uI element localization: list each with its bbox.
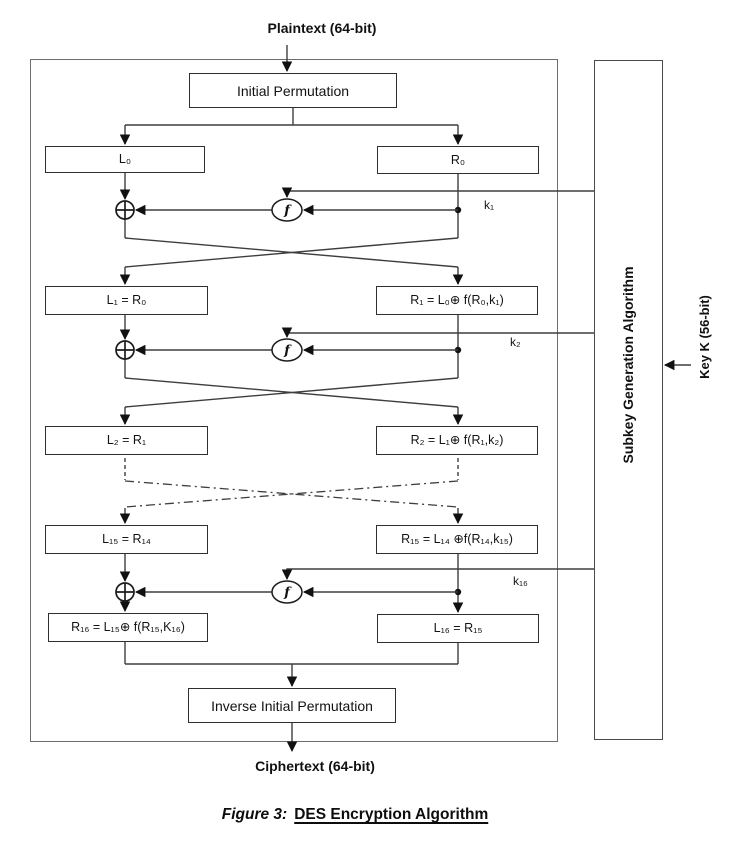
l2-label: L₂ = R₁ xyxy=(106,433,147,448)
subkey-k1-label: k₁ xyxy=(484,198,495,212)
inverse-initial-permutation-box: Inverse Initial Permutation xyxy=(188,688,396,723)
l1-label: L₁ = R₀ xyxy=(106,293,147,308)
l16-box: L₁₆ = R₁₅ xyxy=(377,614,539,643)
r1-label: R₁ = L₀⊕ f(R₀,k₁) xyxy=(410,293,504,308)
inverse-initial-permutation-label: Inverse Initial Permutation xyxy=(211,697,373,714)
subkey-k2-label: k₂ xyxy=(510,335,521,349)
r2-box: R₂ = L₁⊕ f(R₁,k₂) xyxy=(376,426,538,455)
figure-caption-prefix: Figure 3: xyxy=(221,806,288,823)
l0-label: L₀ xyxy=(118,152,132,167)
l16-label: L₁₆ = R₁₅ xyxy=(433,621,483,636)
l15-box: L₁₅ = R₁₄ xyxy=(45,525,208,554)
subkey-k16-label: k₁₆ xyxy=(513,574,528,588)
l1-box: L₁ = R₀ xyxy=(45,286,208,315)
r16-label: R₁₆ = L₁₅⊕ f(R₁₅,K₁₆) xyxy=(71,620,185,635)
r15-box: R₁₅ = L₁₄ ⊕f(R₁₄,k₁₅) xyxy=(376,525,538,554)
subkey-generation-panel xyxy=(594,60,663,740)
figure-caption-title: DES Encryption Algorithm xyxy=(294,806,489,823)
r16-box: R₁₆ = L₁₅⊕ f(R₁₅,K₁₆) xyxy=(48,613,208,642)
r2-label: R₂ = L₁⊕ f(R₁,k₂) xyxy=(410,433,504,448)
l15-label: L₁₅ = R₁₄ xyxy=(102,532,151,547)
key-k-label: Key K (56-bit) xyxy=(696,295,712,379)
subkey-generation-title: Subkey Generation Algorithm xyxy=(620,266,636,464)
main-diagram-frame xyxy=(30,59,558,742)
l0-box: L₀ xyxy=(45,146,205,173)
l2-box: L₂ = R₁ xyxy=(45,426,208,455)
r0-box: R₀ xyxy=(377,146,539,174)
r0-label: R₀ xyxy=(450,152,466,167)
initial-permutation-label: Initial Permutation xyxy=(236,82,350,99)
initial-permutation-box: Initial Permutation xyxy=(189,73,397,108)
plaintext-label: Plaintext (64-bit) xyxy=(267,20,377,36)
r1-box: R₁ = L₀⊕ f(R₀,k₁) xyxy=(376,286,538,315)
figure-caption: Figure 3: DES Encryption Algorithm xyxy=(0,806,710,824)
ciphertext-label: Ciphertext (64-bit) xyxy=(255,758,375,774)
r15-label: R₁₅ = L₁₄ ⊕f(R₁₄,k₁₅) xyxy=(401,532,513,547)
